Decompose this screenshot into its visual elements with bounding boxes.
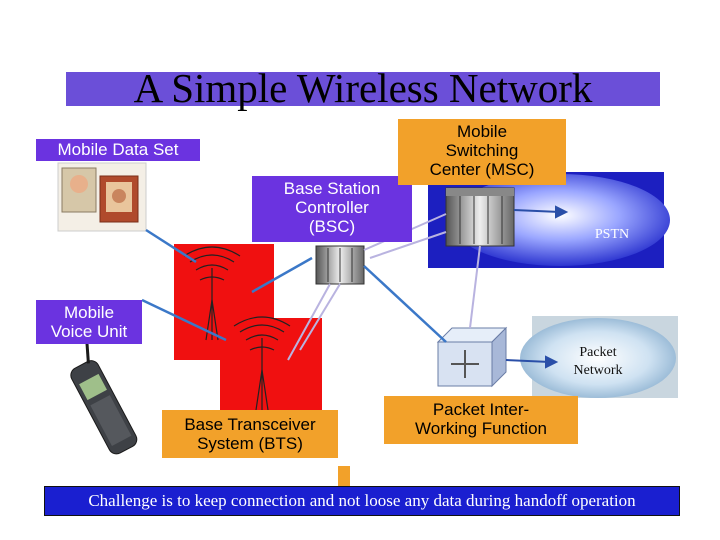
piwf-label: Packet Inter- Working Function: [384, 396, 578, 444]
page-title: A Simple Wireless Network: [133, 65, 593, 111]
network-links: [141, 228, 447, 343]
mobile-voice-unit-label: Mobile Voice Unit: [36, 300, 142, 344]
footer-banner: Challenge is to keep connection and not …: [44, 486, 680, 516]
msc-switch-cabinet-icon: [445, 187, 515, 247]
packet-network-cloud: [520, 316, 678, 398]
packet-network-label: Packet Network: [573, 345, 623, 378]
antenna-tower-icon: [233, 316, 291, 411]
title-banner: A Simple Wireless Network: [66, 66, 660, 110]
bts-label: Base Transceiver System (BTS): [162, 410, 338, 458]
footer-tab-marker: [338, 466, 350, 486]
video-phone-icon: [57, 162, 147, 232]
network-arrows: [505, 205, 569, 369]
footer-text: Challenge is to keep connection and not …: [88, 491, 636, 510]
antenna-tower-icon: [183, 246, 241, 341]
bsc-label: Base Station Controller (BSC): [252, 176, 412, 242]
mobile-phone-icon: [62, 343, 142, 457]
mobile-data-set-label: Mobile Data Set: [36, 139, 200, 161]
bsc-switch-cabinet-icon: [315, 245, 365, 285]
pstn-label: PSTN: [594, 227, 630, 242]
msc-label: Mobile Switching Center (MSC): [398, 119, 566, 185]
router-icon: [436, 326, 508, 388]
